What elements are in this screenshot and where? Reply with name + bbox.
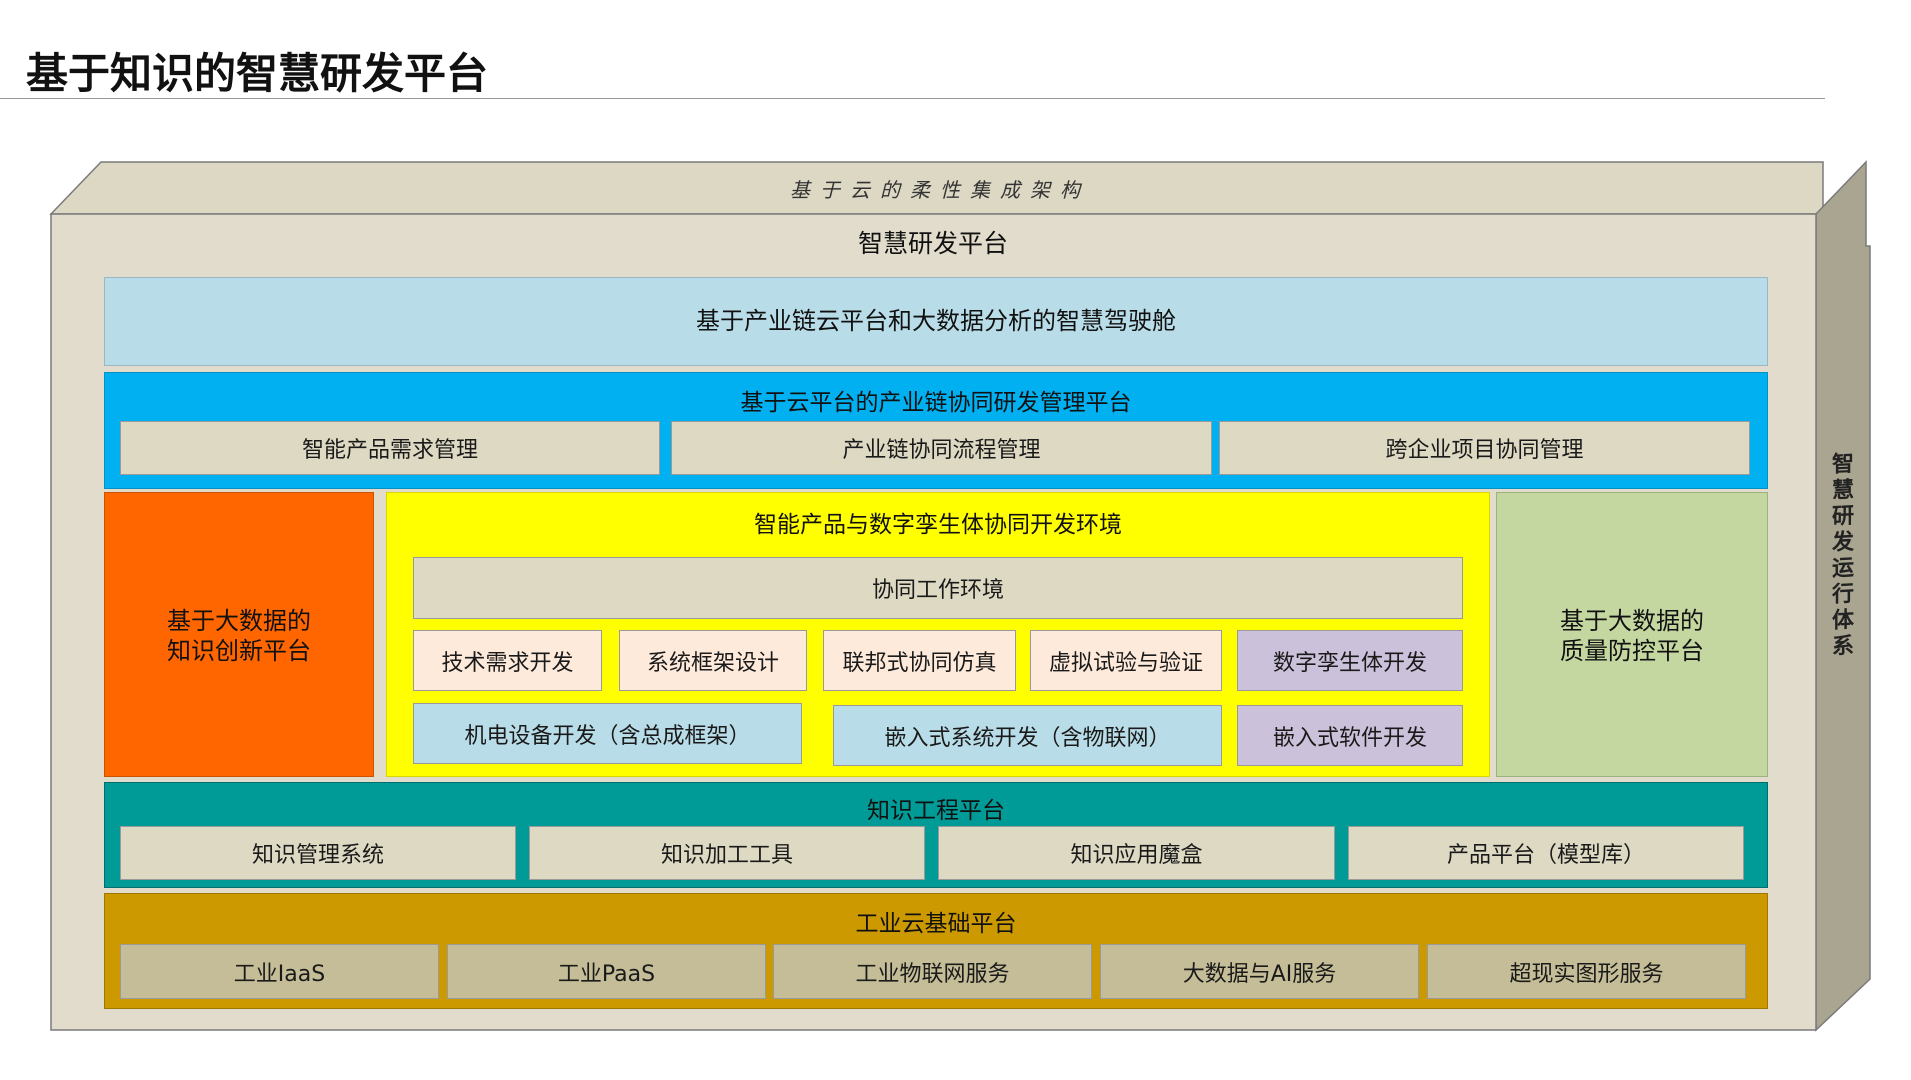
cloud-item-iaas: 工业IaaS [120, 944, 439, 999]
dev-env-title: 智能产品与数字孪生体协同开发环境 [754, 512, 1122, 538]
knowledge-engineering-panel: 知识工程平台 知识管理系统 知识加工工具 知识应用魔盒 产品平台（模型库） [104, 782, 1768, 888]
innovation-line1: 基于大数据的 [167, 607, 311, 635]
smart-cockpit-panel: 基于产业链云平台和大数据分析的智慧驾驶舱 [104, 277, 1768, 366]
cloud-item-bigdata-ai: 大数据与AI服务 [1100, 944, 1419, 999]
dev-item-framework: 系统框架设计 [619, 630, 807, 691]
platform-title: 智慧研发平台 [857, 229, 1008, 258]
mgmt-item-requirements: 智能产品需求管理 [120, 421, 660, 475]
knowledge-innovation-panel: 基于大数据的 知识创新平台 [104, 492, 374, 777]
side-face-label: 智慧研发运行体系 [1828, 451, 1853, 661]
title-divider [0, 98, 1825, 99]
knowledge-title: 知识工程平台 [867, 798, 1005, 824]
dev-env-panel: 智能产品与数字孪生体协同开发环境 协同工作环境 技术需求开发 系统框架设计 联邦… [386, 492, 1490, 777]
cloud-item-graphics: 超现实图形服务 [1427, 944, 1746, 999]
cloud-item-iot: 工业物联网服务 [773, 944, 1092, 999]
collab-mgmt-title: 基于云平台的产业链协同研发管理平台 [740, 390, 1132, 416]
cloud-base-panel: 工业云基础平台 工业IaaS 工业PaaS 工业物联网服务 大数据与AI服务 超… [104, 893, 1768, 1009]
dev-item-virtual-test: 虚拟试验与验证 [1030, 630, 1222, 691]
collab-mgmt-panel: 基于云平台的产业链协同研发管理平台 智能产品需求管理 产业链协同流程管理 跨企业… [104, 372, 1768, 489]
cloud-item-paas: 工业PaaS [447, 944, 766, 999]
quality-line2: 质量防控平台 [1560, 637, 1704, 665]
knowledge-item-models: 产品平台（模型库） [1348, 826, 1744, 880]
quality-line1: 基于大数据的 [1560, 607, 1704, 635]
knowledge-item-tools: 知识加工工具 [529, 826, 925, 880]
page-title: 基于知识的智慧研发平台 [26, 49, 489, 98]
dev-item-embedded-software: 嵌入式软件开发 [1237, 705, 1463, 766]
collab-work-env: 协同工作环境 [413, 557, 1463, 619]
dev-item-digital-twin: 数字孪生体开发 [1237, 630, 1463, 691]
cloud-base-title: 工业云基础平台 [855, 911, 1017, 937]
mgmt-item-projects: 跨企业项目协同管理 [1219, 421, 1750, 475]
smart-cockpit-label: 基于产业链云平台和大数据分析的智慧驾驶舱 [696, 307, 1176, 335]
knowledge-item-mgmt: 知识管理系统 [120, 826, 516, 880]
mgmt-item-process: 产业链协同流程管理 [671, 421, 1212, 475]
top-face-label: 基于云的柔性集成架构 [790, 178, 1090, 202]
dev-item-embedded-system: 嵌入式系统开发（含物联网） [833, 705, 1222, 766]
dev-item-tech-req: 技术需求开发 [413, 630, 602, 691]
innovation-line2: 知识创新平台 [167, 637, 311, 665]
dev-item-mechatronic: 机电设备开发（含总成框架） [413, 703, 802, 764]
quality-control-panel: 基于大数据的 质量防控平台 [1496, 492, 1768, 777]
knowledge-item-box: 知识应用魔盒 [938, 826, 1335, 880]
dev-item-cosim: 联邦式协同仿真 [823, 630, 1016, 691]
